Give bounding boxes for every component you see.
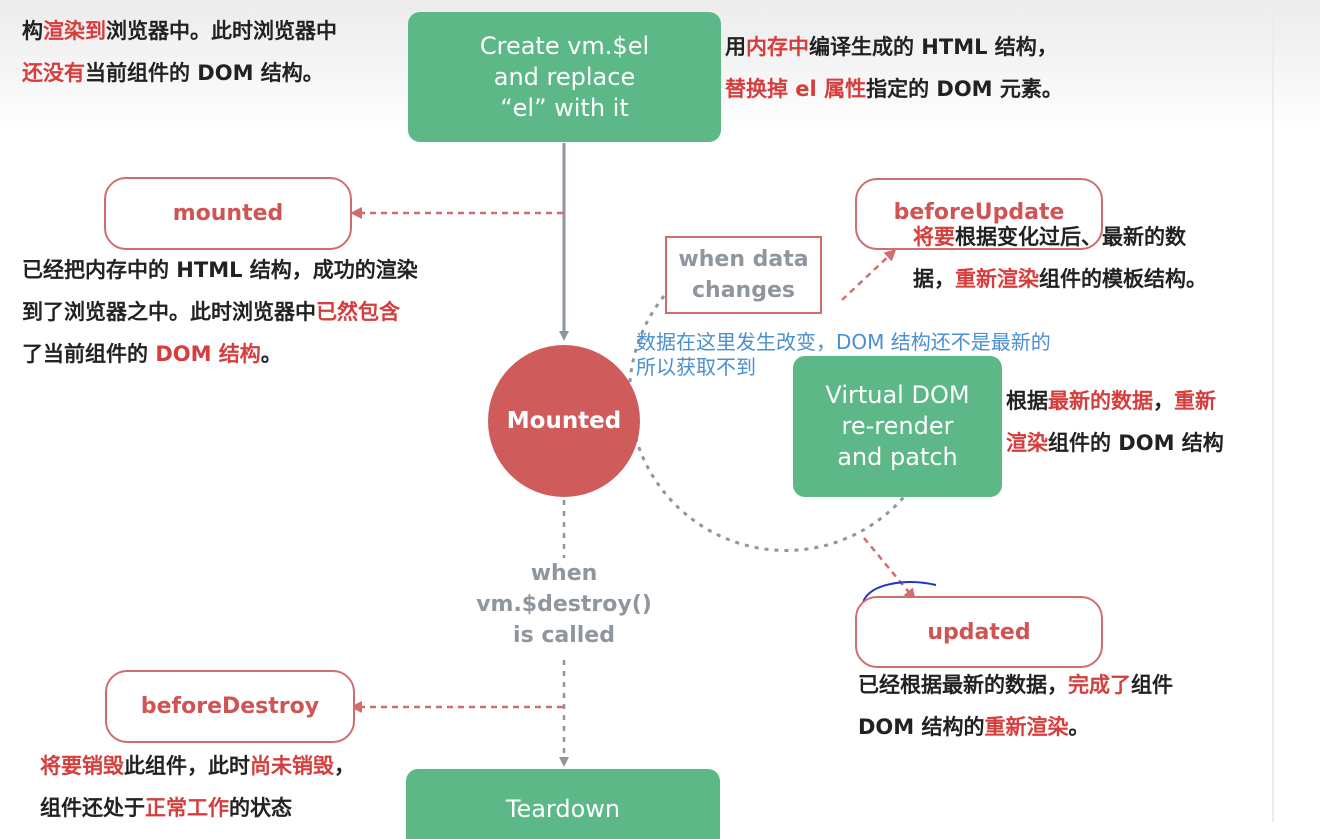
mounted-circle: Mounted — [488, 345, 640, 497]
text-span: 组件的模板结构。 — [1039, 267, 1207, 291]
highlight-span: 将要 — [913, 225, 955, 249]
virtual-dom-description: 根据最新的数据，重新渲染组件的 DOM 结构 — [1006, 380, 1224, 464]
before-update-description: 将要根据变化过后、最新的数据，重新渲染组件的模板结构。 — [913, 216, 1207, 300]
highlight-span: 内存中 — [746, 35, 809, 59]
highlight-span: 正常工作 — [145, 796, 229, 820]
text-span: 用 — [725, 35, 746, 59]
text-span: 此组件，此时 — [124, 754, 250, 778]
text-span: 。 — [260, 342, 282, 366]
before-destroy-hook: beforeDestroy — [105, 670, 355, 743]
highlight-span: 重新 — [1174, 389, 1216, 413]
text-line: 将要根据变化过后、最新的数 — [913, 216, 1207, 258]
highlight-span: 已然包含 — [316, 300, 400, 324]
text-line: 已经根据最新的数据，完成了组件 — [858, 664, 1173, 706]
text-line: 替换掉 el 属性指定的 DOM 元素。 — [725, 68, 1063, 110]
highlight-span: 重新渲染 — [984, 715, 1069, 739]
text-span: ， — [334, 754, 355, 778]
text-span: 编译生成的 HTML 结构， — [809, 35, 1058, 59]
text-span: 构 — [22, 19, 43, 43]
text-line: 构渲染到浏览器中。此时浏览器中 — [22, 10, 337, 52]
text-span: 已经根据最新的数据， — [858, 673, 1068, 697]
before-destroy-description: 将要销毁此组件，此时尚未销毁，组件还处于正常工作的状态 — [40, 745, 355, 829]
highlight-span: 将要销毁 — [40, 754, 124, 778]
text-span: 了当前组件的 — [22, 342, 156, 366]
text-span: 的状态 — [229, 796, 292, 820]
arrow-to-updated-hook — [863, 537, 916, 601]
text-span: 指定的 DOM 元素。 — [866, 77, 1063, 101]
text-line: 渲染组件的 DOM 结构 — [1006, 422, 1224, 464]
blue-annotation-note: 数据在这里发生改变，DOM 结构还不是最新的 所以获取不到 — [636, 330, 1051, 379]
text-span: 组件还处于 — [40, 796, 145, 820]
text-line: 了当前组件的 DOM 结构。 — [22, 333, 418, 375]
highlight-span: 尚未销毁 — [250, 754, 334, 778]
highlight-span: 完成了 — [1068, 673, 1131, 697]
updated-hook: updated — [855, 596, 1103, 668]
text-span: 当前组件的 DOM 结构。 — [85, 61, 324, 85]
highlight-span: DOM 结构 — [155, 342, 261, 366]
text-span: 浏览器中。此时浏览器中 — [106, 19, 337, 43]
teardown-box: Teardown — [406, 769, 720, 839]
when-data-changes-box: when data changes — [665, 236, 822, 314]
highlight-span: 重新渲染 — [955, 267, 1039, 291]
text-line: 组件还处于正常工作的状态 — [40, 787, 355, 829]
mounted-hook: mounted — [104, 177, 352, 250]
create-box: Create vm.$el and replace “el” with it — [408, 12, 721, 142]
mounted-description: 已经把内存中的 HTML 结构，成功的渲染到了浏览器之中。此时浏览器中已然包含了… — [22, 249, 418, 375]
when-data-changes-label: when data changes — [678, 247, 809, 303]
top-right-text: 用内存中编译生成的 HTML 结构，替换掉 el 属性指定的 DOM 元素。 — [725, 26, 1063, 110]
highlight-span: 渲染 — [1006, 431, 1048, 455]
text-line: 将要销毁此组件，此时尚未销毁， — [40, 745, 355, 787]
virtual-dom-box: Virtual DOM re-render and patch — [793, 356, 1002, 497]
text-span: 组件 — [1131, 673, 1173, 697]
text-line: DOM 结构的重新渲染。 — [858, 706, 1173, 748]
arrow-to-before-update-hook — [841, 248, 897, 301]
text-span: 组件的 DOM 结构 — [1048, 431, 1224, 455]
text-line: 到了浏览器之中。此时浏览器中已然包含 — [22, 291, 418, 333]
text-line: 已经把内存中的 HTML 结构，成功的渲染 — [22, 249, 418, 291]
text-span: ， — [1153, 389, 1174, 413]
text-line: 还没有当前组件的 DOM 结构。 — [22, 52, 337, 94]
text-span: 。 — [1068, 715, 1090, 739]
highlight-span: 还没有 — [22, 61, 85, 85]
right-divider — [1272, 10, 1274, 822]
highlight-span: 渲染到 — [43, 19, 106, 43]
highlight-span: 替换掉 el 属性 — [725, 77, 867, 101]
text-span: DOM 结构的 — [858, 715, 985, 739]
text-span: 根据 — [1006, 389, 1048, 413]
text-span: 据， — [913, 267, 955, 291]
before-update-hook: beforeUpdate — [855, 178, 1103, 250]
text-line: 根据最新的数据，重新 — [1006, 380, 1224, 422]
text-line: 据，重新渲染组件的模板结构。 — [913, 258, 1207, 300]
text-line: 用内存中编译生成的 HTML 结构， — [725, 26, 1063, 68]
when-destroy-label: when vm.$destroy() is called — [476, 561, 652, 648]
text-span: 到了浏览器之中。此时浏览器中 — [22, 300, 316, 324]
top-left-text: 构渲染到浏览器中。此时浏览器中还没有当前组件的 DOM 结构。 — [22, 10, 337, 94]
highlight-span: 最新的数据 — [1048, 389, 1153, 413]
text-span: 根据变化过后、最新的数 — [955, 225, 1186, 249]
text-span: 已经把内存中的 HTML 结构，成功的渲染 — [22, 258, 418, 282]
